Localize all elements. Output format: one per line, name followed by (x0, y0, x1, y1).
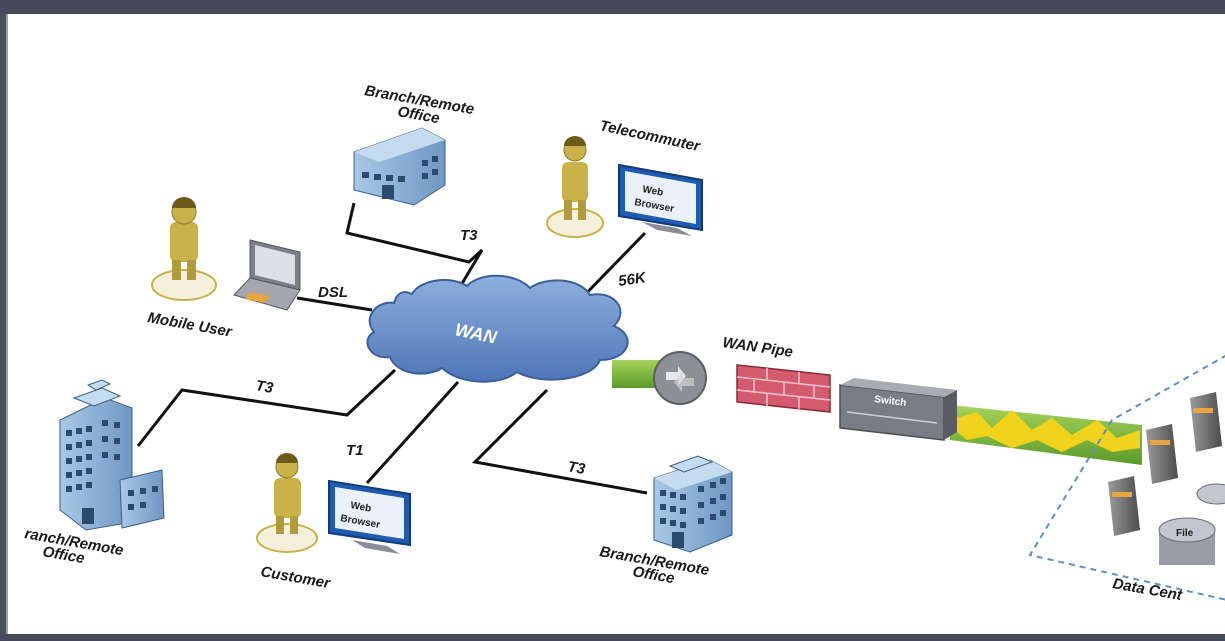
network-diagram: T3 56K DSL T3 T1 T3 WAN (6, 14, 1225, 634)
mobile-user-person-icon (151, 197, 217, 301)
link-branch-bottom (471, 388, 648, 495)
data-center: File Data Cent (1028, 354, 1225, 604)
switch-label: Switch (874, 394, 907, 409)
top-border (0, 0, 1225, 14)
telecommuter-label: Telecommuter (598, 117, 702, 155)
link-label-branch-left: T3 (254, 377, 275, 397)
link-label-branch-top: T3 (460, 227, 478, 244)
telecommuter-person-icon (546, 136, 604, 238)
wan-pipe-label: WAN Pipe (721, 334, 794, 361)
customer-browser-label-1: Web (349, 500, 372, 514)
customer-monitor-icon: Web Browser (328, 479, 411, 554)
link-mobile-user (296, 296, 373, 312)
link-label-mobile-user: DSL (318, 284, 348, 301)
bottom-border (0, 634, 1225, 641)
server-icon (1108, 392, 1222, 536)
file-server-label: File (1176, 528, 1194, 539)
switch-icon: Switch (839, 378, 957, 441)
laptop-icon (233, 239, 301, 311)
router-icon (653, 351, 707, 405)
branch-office-top-icon (353, 127, 446, 206)
wan-cloud: WAN (366, 274, 629, 383)
link-label-customer: T1 (346, 442, 364, 459)
branch-office-left-icon (59, 379, 165, 531)
telecommuter-monitor-icon: Web Browser (618, 163, 703, 236)
link-customer (365, 380, 460, 485)
customer-person-icon (256, 453, 318, 553)
branch-office-bottom-icon (653, 455, 733, 553)
telecommuter-browser-label-1: Web (641, 184, 664, 198)
database-icon: File (1158, 483, 1225, 565)
firewall-icon (736, 364, 831, 413)
customer-label: Customer (259, 563, 332, 592)
link-branch-left (136, 368, 397, 447)
data-center-label: Data Cent (1111, 575, 1184, 604)
link-branch-top (345, 202, 484, 298)
link-label-telecommuter: 56K (617, 269, 648, 290)
connection-lines (136, 202, 648, 495)
mobile-user-label: Mobile User (146, 309, 234, 341)
link-label-branch-bottom: T3 (566, 458, 587, 478)
diagram-svg: T3 56K DSL T3 T1 T3 WAN (23, 82, 1225, 604)
